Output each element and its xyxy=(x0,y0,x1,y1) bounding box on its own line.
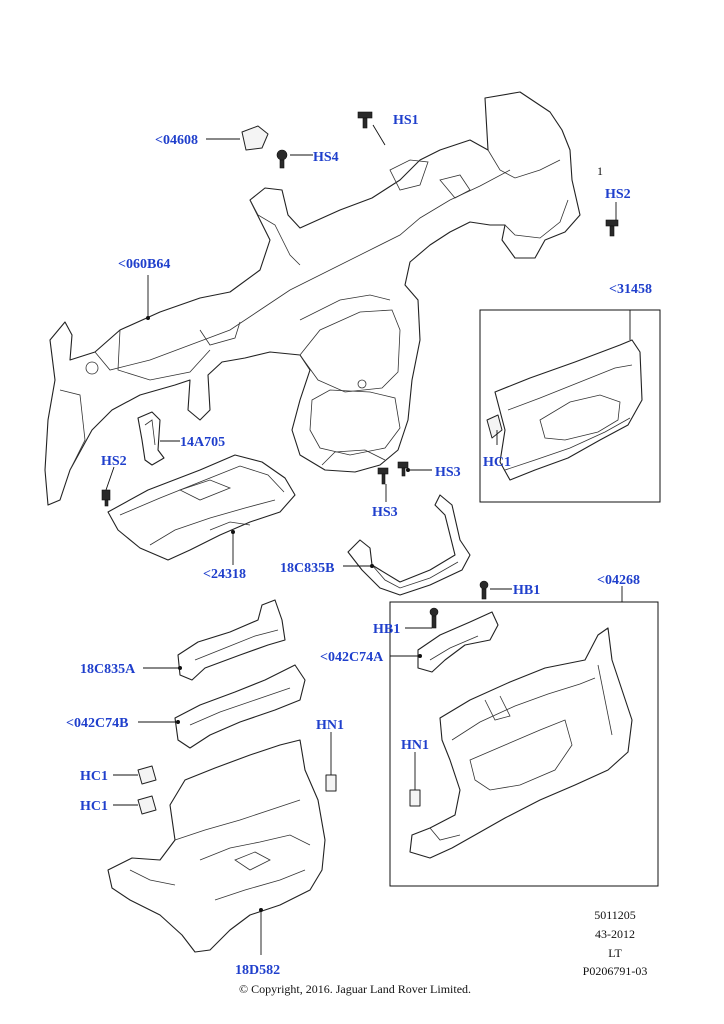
fastener-hc1-a xyxy=(137,765,157,785)
footer-code-2: 43-2012 xyxy=(595,927,635,941)
callout-hb1-top[interactable]: HB1 xyxy=(513,583,540,598)
callout-18d582[interactable]: 18D582 xyxy=(235,963,280,978)
bracket-18c835a xyxy=(177,599,286,681)
callout-18c835b[interactable]: 18C835B xyxy=(280,561,334,576)
fastener-hs4 xyxy=(276,149,288,169)
callout-hc1-right[interactable]: HC1 xyxy=(483,455,511,470)
callout-24318[interactable]: <24318 xyxy=(203,567,246,582)
footer-code-1: 5011205 xyxy=(594,908,636,922)
callout-042c74a[interactable]: <042C74A xyxy=(320,650,384,665)
fastener-hn1-left xyxy=(325,774,337,792)
callout-hb1-left[interactable]: HB1 xyxy=(373,622,400,637)
cross-car-beam xyxy=(44,91,581,506)
fastener-hc1-b xyxy=(137,795,157,815)
callout-18c835a[interactable]: 18C835A xyxy=(80,662,136,677)
callout-hc1-a[interactable]: HC1 xyxy=(80,769,108,784)
callout-042c74b[interactable]: <042C74B xyxy=(66,716,128,731)
fastener-hb1-top xyxy=(479,580,489,600)
lower-support-18d582 xyxy=(107,739,326,953)
fastener-hs2-left xyxy=(101,489,111,507)
fastener-hs3-right xyxy=(397,461,409,477)
callout-04608[interactable]: <04608 xyxy=(155,133,198,148)
fastener-hs1 xyxy=(357,111,373,129)
callout-hc1-b[interactable]: HC1 xyxy=(80,799,108,814)
glovebox-31458 xyxy=(486,339,643,481)
footer-code-3: LT xyxy=(608,946,622,960)
callout-hs4[interactable]: HS4 xyxy=(313,150,339,165)
callout-060b64[interactable]: <060B64 xyxy=(118,257,170,272)
copyright: © Copyright, 2016. Jaguar Land Rover Lim… xyxy=(238,982,472,996)
fastener-hn1-right xyxy=(409,789,421,807)
assembly-04268 xyxy=(409,627,633,859)
callout-31458[interactable]: <31458 xyxy=(609,282,652,297)
callout-one: 1 xyxy=(597,164,603,178)
group-box-31458 xyxy=(479,309,661,503)
bracket-18c835b xyxy=(347,494,471,596)
fastener-hs3-bottom xyxy=(377,467,389,485)
fastener-04608 xyxy=(241,125,269,151)
callout-hn1-left[interactable]: HN1 xyxy=(316,718,344,733)
callout-hs1[interactable]: HS1 xyxy=(393,113,419,128)
callout-hs2-right[interactable]: HS2 xyxy=(605,187,631,202)
bracket-042c74b xyxy=(174,664,306,749)
bracket-14a705 xyxy=(137,411,165,466)
callout-hn1-right[interactable]: HN1 xyxy=(401,738,429,753)
callout-hs3-bottom[interactable]: HS3 xyxy=(372,505,398,520)
leader-lines xyxy=(105,124,631,955)
fastener-hb1-left xyxy=(429,607,439,629)
group-box-04268 xyxy=(389,601,659,887)
callout-hs3-right[interactable]: HS3 xyxy=(435,465,461,480)
footer-code-4: P0206791-03 xyxy=(582,964,648,978)
callout-04268[interactable]: <04268 xyxy=(597,573,640,588)
bracket-042c74a xyxy=(417,611,499,673)
callout-14a705[interactable]: 14A705 xyxy=(180,435,225,450)
callout-hs2-left[interactable]: HS2 xyxy=(101,454,127,469)
callout-labels: <04608 HS1 HS4 1 HS2 <060B64 <31458 14A7… xyxy=(66,113,652,978)
tray-24318 xyxy=(107,454,296,561)
fastener-hs2-right xyxy=(605,219,619,237)
